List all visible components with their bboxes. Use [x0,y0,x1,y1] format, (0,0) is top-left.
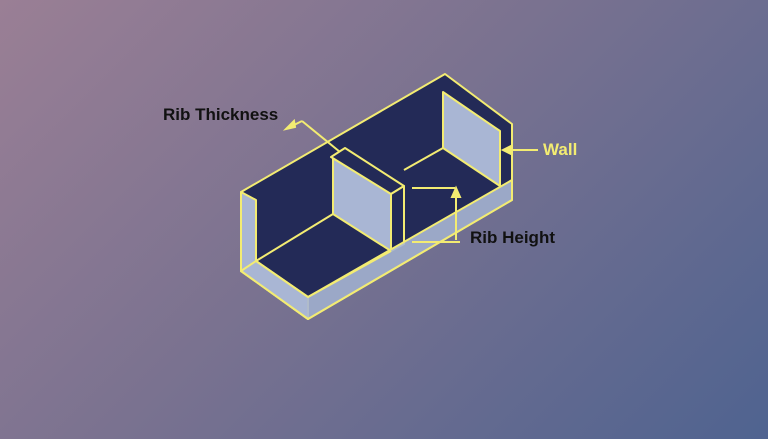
arrow-head [450,185,462,198]
rib-side [390,185,405,252]
rib-height-label: Rib Height [470,228,555,247]
arrow-head [500,144,512,156]
wall-label: Wall [543,140,578,159]
floor-edge [255,147,444,298]
arrow-head [282,118,297,131]
rib-thickness-label: Rib Thickness [163,105,279,124]
rib-thickness-arrow-right [301,120,341,153]
